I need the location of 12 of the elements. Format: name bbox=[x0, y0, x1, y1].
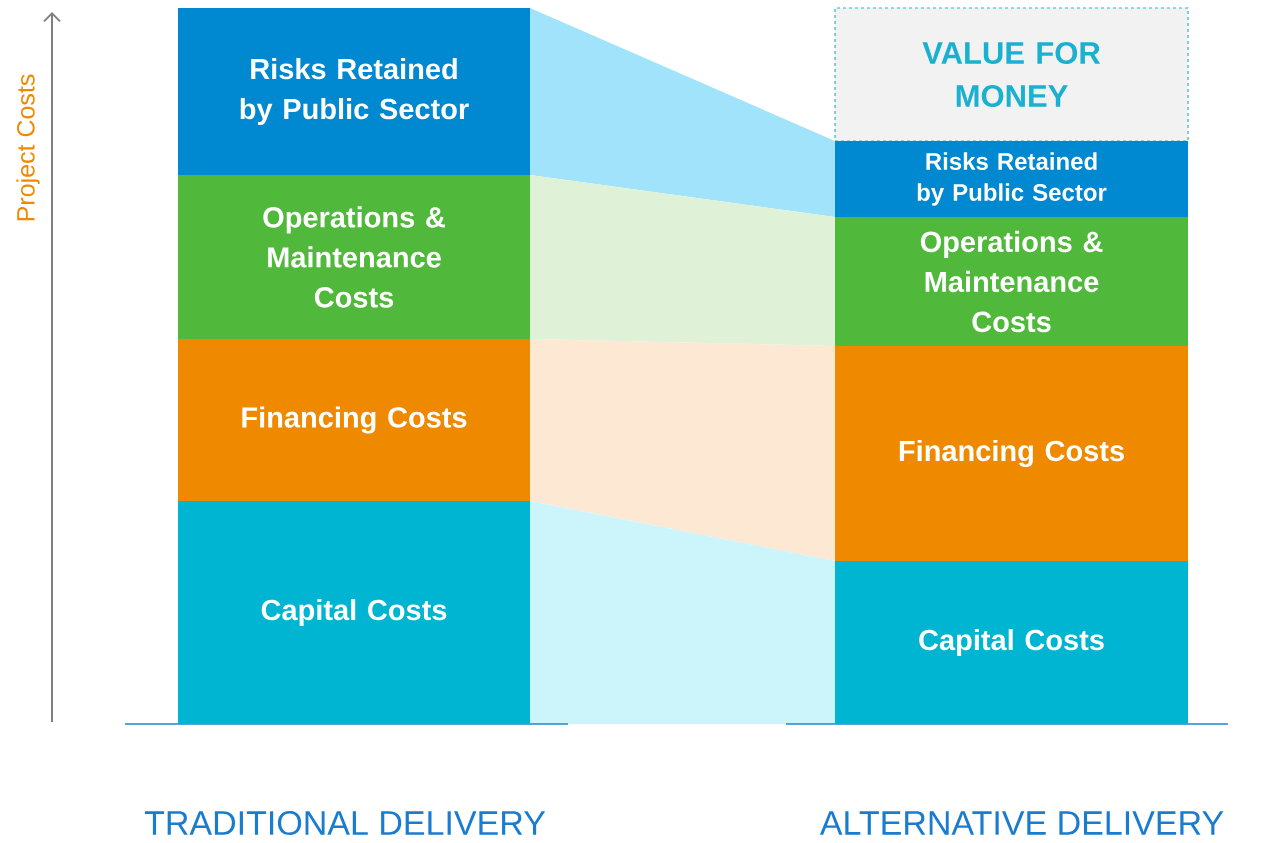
cost-block: Risks Retained by Public Sector bbox=[178, 8, 530, 175]
cost-block: Risks Retained by Public Sector bbox=[835, 141, 1188, 217]
axis-label: Project Costs bbox=[16, 74, 40, 221]
cost-block: Capital Costs bbox=[835, 561, 1188, 724]
cost-block: Capital Costs bbox=[178, 501, 530, 724]
column-label: ALTERNATIVE DELIVERY bbox=[819, 811, 1224, 835]
cost-block: Operations & Maintenance Costs bbox=[835, 217, 1188, 346]
column-label: TRADITIONAL DELIVERY bbox=[144, 810, 546, 836]
value-box: VALUE FOR MONEY bbox=[834, 7, 1189, 142]
cost-block: Financing Costs bbox=[178, 339, 530, 501]
cost-block: Financing Costs bbox=[835, 346, 1188, 561]
cost-block: Operations & Maintenance Costs bbox=[178, 175, 530, 339]
